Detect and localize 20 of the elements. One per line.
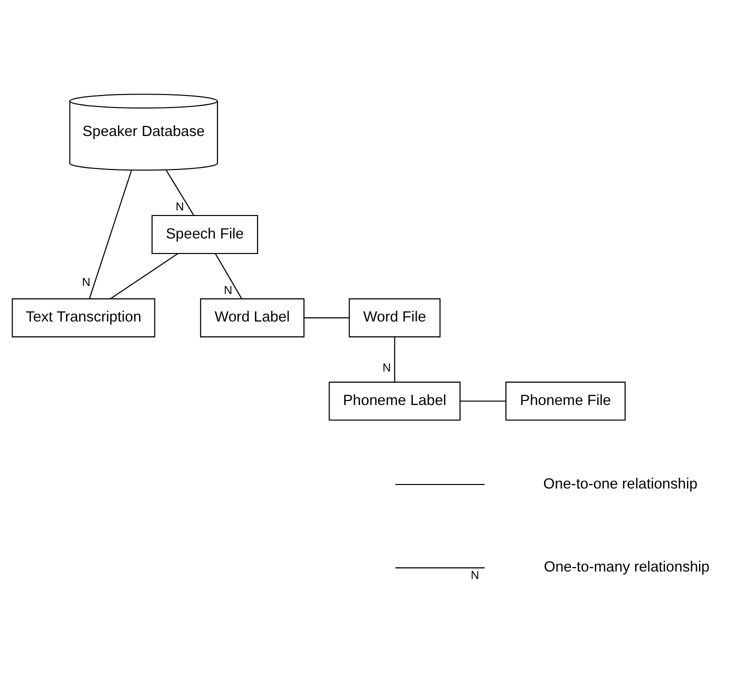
node-box: Phoneme File [505, 381, 626, 420]
connector [110, 252, 178, 299]
connector [304, 316, 349, 318]
connector [460, 400, 506, 402]
edge-label: N [176, 200, 184, 214]
node-box: Word Label [200, 298, 304, 337]
edge-label: N [382, 360, 391, 374]
node-box: Word File [348, 298, 441, 337]
edge-label: N [224, 283, 232, 296]
connector [166, 170, 194, 216]
legend-label: One-to-one relationship [543, 476, 698, 492]
node-box: Speech File [152, 214, 258, 254]
node-box: Text Transcription [12, 298, 156, 337]
node-box: Phoneme Label [328, 381, 461, 420]
edge-label: N [82, 276, 90, 289]
connector [394, 336, 396, 382]
connector [214, 252, 242, 299]
connector [88, 170, 132, 298]
legend-label: One-to-many relationship [544, 559, 710, 576]
label: N [470, 568, 480, 582]
